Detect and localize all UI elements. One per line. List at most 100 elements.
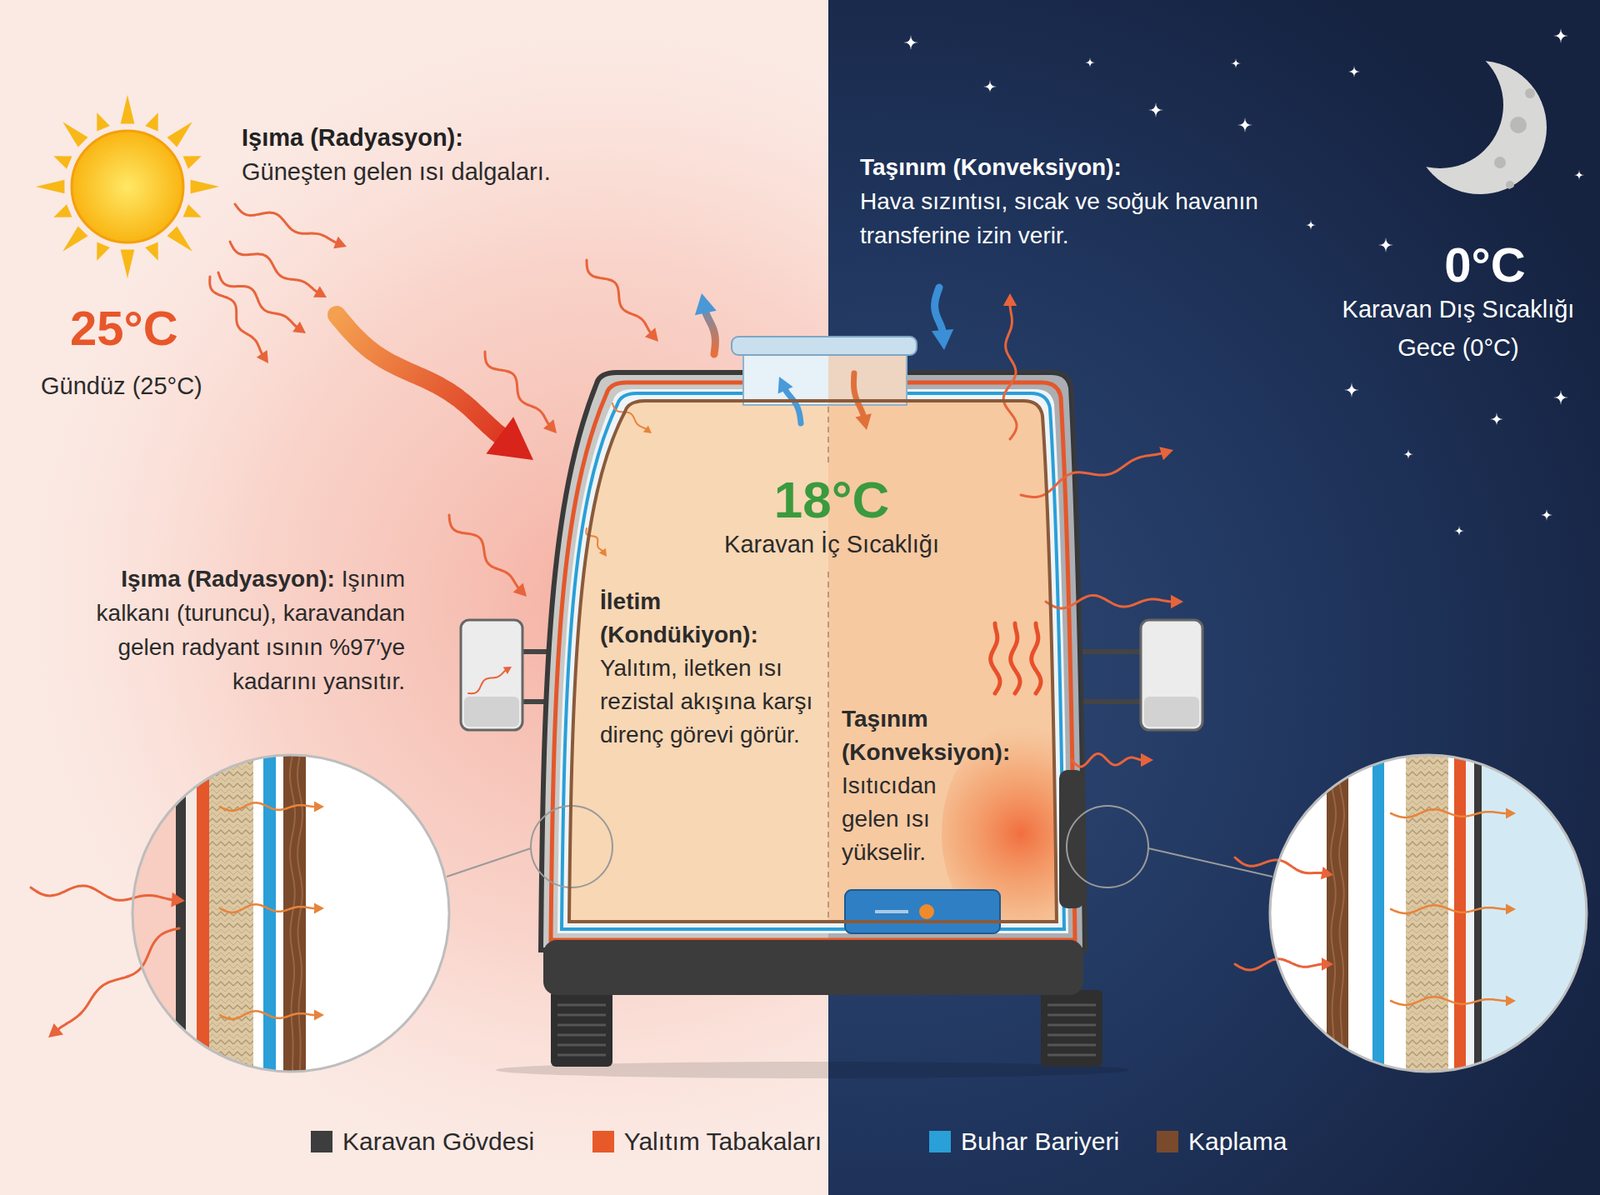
radiation-text: Güneşten gelen ısı dalgaları.	[241, 155, 775, 189]
wall-layer	[275, 755, 284, 1072]
star	[1348, 65, 1360, 78]
sun-ray	[167, 121, 193, 147]
heat-flow-arrow	[220, 1010, 316, 1020]
heat-squiggle	[990, 623, 1000, 694]
radiation-wave-arrow-head	[256, 350, 269, 364]
sun-ray	[53, 204, 72, 218]
heat-flow-arrow	[220, 802, 316, 811]
legend-item: Karavan Gövdesi	[310, 1125, 535, 1159]
day-caption: Gündüz (25°C)	[40, 369, 308, 403]
leader-line	[446, 848, 531, 877]
radiation-wave-arrow	[210, 276, 264, 355]
star	[1230, 58, 1241, 69]
wheel-tread	[1047, 1024, 1096, 1027]
conduction-text: Yalıtım, iletken ısı rezistal akışına ka…	[600, 651, 821, 752]
van-interior-outline	[569, 400, 1057, 922]
roof-vent-lid	[731, 336, 917, 355]
radiant-shield-layer	[196, 755, 210, 1072]
radiation-big-arrow-head	[485, 416, 534, 460]
radiation-wave-arrow-head	[513, 582, 527, 597]
star	[1344, 382, 1360, 398]
sun-ray	[120, 250, 135, 279]
heat-loss-arrow-head	[1170, 595, 1184, 610]
heat-loss-arrow-head	[1159, 446, 1174, 460]
legend-text: Yalıtım Tabakaları	[624, 1127, 822, 1156]
wall-layer	[1465, 755, 1475, 1072]
reflected-wave-arrow-head	[48, 1023, 64, 1038]
radiation-wave-arrow-head	[292, 321, 306, 334]
van-bumper	[543, 940, 1084, 995]
wall-layer	[305, 755, 450, 1072]
detail-marker	[1066, 805, 1149, 888]
wood-grain	[290, 755, 295, 1072]
mirror-arm	[1078, 649, 1141, 655]
wood-panel-layer	[283, 755, 306, 1072]
radiation-heading: Işıma (Radyasyon):	[241, 120, 775, 155]
wheel-tread	[557, 1034, 606, 1037]
night-caption: Karavan Dış Sıcaklığı Gece (0°C)	[1320, 290, 1596, 368]
text-block: 0°C	[1376, 238, 1594, 292]
heat-flow-arrow-head	[1505, 903, 1516, 915]
wood-grain	[1339, 755, 1345, 1072]
wheel-tread	[557, 1054, 606, 1057]
outside-air	[1481, 755, 1587, 1072]
wall-heater-radiator	[1059, 770, 1085, 909]
heater	[845, 890, 1000, 934]
insulation-layer	[1405, 755, 1449, 1072]
star	[1305, 220, 1316, 230]
wheel-tread	[1047, 1034, 1096, 1037]
sun-ray	[96, 242, 110, 261]
sun-ray	[167, 226, 193, 252]
mirror-arm	[522, 649, 550, 655]
heat-flow-arrow	[1390, 809, 1508, 818]
text-block: 25°C	[70, 301, 254, 355]
sun-ray	[62, 121, 88, 147]
mirror-arm	[1078, 699, 1141, 705]
heater-slot	[875, 910, 909, 914]
inset-border	[132, 755, 450, 1072]
convection-heading: Taşınım (Konveksiyon):	[841, 702, 1042, 770]
heat-loss-arrow-head	[1321, 957, 1334, 970]
text-block: Işıma (Radyasyon):Işınım kalkanı (turunc…	[46, 562, 405, 700]
heat-flow-arrow	[1390, 996, 1508, 1005]
legend-swatch	[310, 1130, 333, 1153]
air-flow-arrow-head	[931, 329, 954, 350]
wheel-tread	[557, 1024, 606, 1027]
heat-squiggle	[1031, 623, 1041, 694]
wall-section-inset	[1270, 755, 1587, 1072]
radiation-wave-arrow-head	[543, 419, 557, 434]
wheel	[1040, 990, 1103, 1067]
legend-item: Yalıtım Tabakaları	[592, 1125, 822, 1159]
radiation-wave-arrow-head	[599, 548, 607, 557]
sun-ray	[183, 155, 202, 170]
moon-crater	[1494, 156, 1506, 169]
sun-ray	[183, 204, 202, 218]
wheel-tread	[557, 1014, 606, 1017]
heat-loss-arrow-head	[1320, 866, 1334, 880]
radiation-wave-arrow	[449, 515, 520, 590]
legend-swatch	[929, 1130, 951, 1153]
moon-disc	[1413, 60, 1547, 195]
side-mirror	[460, 620, 523, 730]
radiation-wave-arrow	[468, 670, 506, 694]
sun-ray	[53, 155, 72, 170]
heat-loss-arrow	[1020, 453, 1164, 498]
radiation-wave-arrow	[30, 885, 174, 900]
heat-loss-arrow	[1071, 753, 1143, 767]
conduction-heading: İletim (Kondükiyon):	[600, 585, 821, 652]
moon-crater	[1510, 116, 1527, 134]
text-block: Hava sızıntısı, sıcak ve soğuk havanın t…	[860, 185, 1260, 253]
wood-grain	[297, 755, 303, 1072]
sun-disc	[71, 130, 184, 243]
inside-temperature-caption: Karavan İç Sıcaklığı	[665, 527, 999, 561]
wheel-tread	[1047, 1014, 1096, 1017]
star	[983, 80, 997, 94]
convection-heading: Taşınım (Konveksiyon):	[860, 151, 1327, 185]
wood-grain	[1330, 755, 1336, 1072]
wheel-tread	[1047, 1004, 1096, 1007]
heat-squiggle	[1010, 623, 1020, 694]
sun-ray	[145, 112, 159, 131]
leader-line	[1148, 848, 1273, 877]
sun-ray	[35, 180, 65, 195]
radiation-wave-arrow-head	[313, 285, 327, 298]
